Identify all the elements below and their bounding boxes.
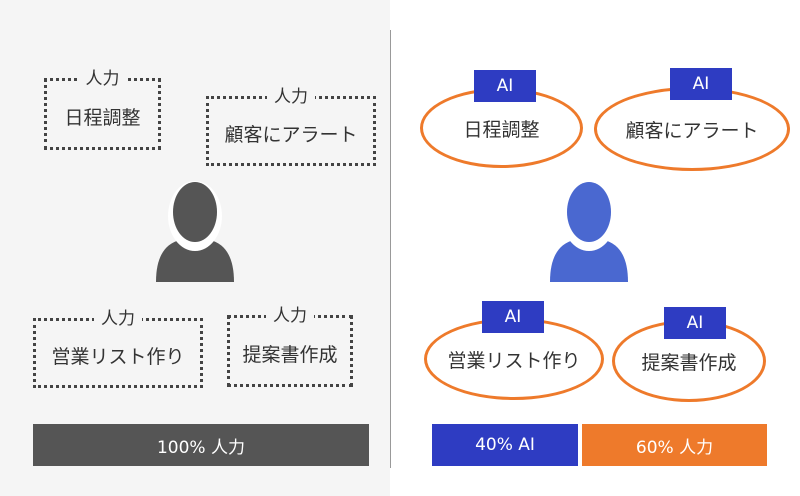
ai-tag: AI xyxy=(482,301,544,333)
task-text: 営業リスト作り xyxy=(51,345,185,368)
ai-percent-bar: 40% AI xyxy=(432,424,578,466)
task-label: 人力 xyxy=(267,86,315,108)
task-text: 提案書作成 xyxy=(641,351,737,374)
task-text: 提案書作成 xyxy=(242,343,338,366)
task-text: 顧客にアラート xyxy=(625,119,759,142)
person-icon xyxy=(550,181,628,282)
task-label: 人力 xyxy=(94,308,142,330)
manual-percent-bar: 100% 人力 xyxy=(33,424,369,466)
ai-tag: AI xyxy=(670,68,732,100)
ai-task-proposal: 提案書作成 xyxy=(612,320,766,402)
task-box-sales-list: 人力 営業リスト作り xyxy=(33,308,203,388)
ai-task-sales-list: 営業リスト作り xyxy=(424,318,604,400)
task-box-schedule: 人力 日程調整 xyxy=(44,68,161,150)
person-icon xyxy=(156,181,234,282)
task-box-proposal: 人力 提案書作成 xyxy=(227,305,353,387)
ai-tag: AI xyxy=(664,307,726,339)
task-box-alert: 人力 顧客にアラート xyxy=(206,86,376,166)
task-label: 人力 xyxy=(78,68,127,90)
task-text: 営業リスト作り xyxy=(447,349,581,372)
task-text: 顧客にアラート xyxy=(224,123,358,146)
task-text: 日程調整 xyxy=(64,106,141,129)
ai-tag: AI xyxy=(474,70,536,102)
panel-divider xyxy=(390,30,391,468)
human-percent-bar: 60% 人力 xyxy=(582,424,767,466)
task-text: 日程調整 xyxy=(463,118,540,141)
task-label: 人力 xyxy=(266,305,314,327)
